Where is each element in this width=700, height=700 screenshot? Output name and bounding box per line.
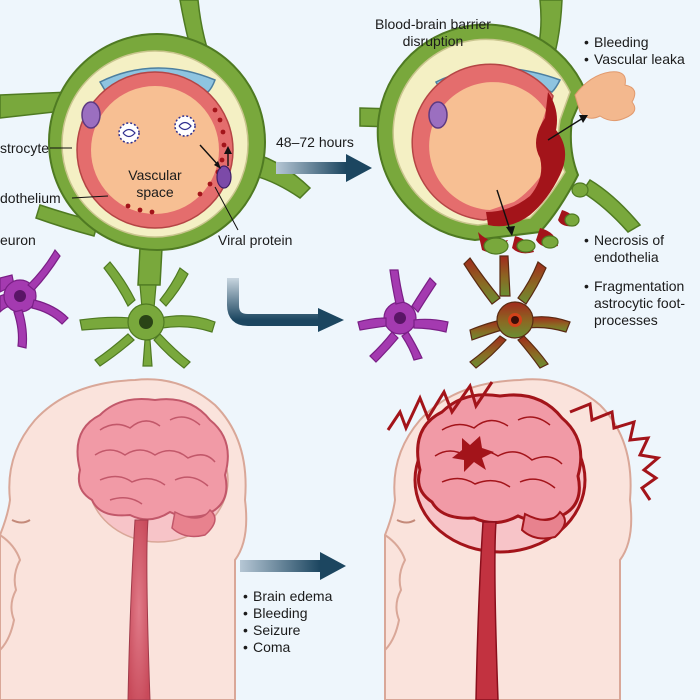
virus-icon (174, 115, 196, 137)
bend-arrow-icon (227, 278, 344, 332)
damaged-vessel (359, 0, 642, 255)
outcome-item: Brain edema (243, 588, 332, 605)
astrocyte-label: strocyte (0, 140, 50, 156)
seizure-zigzag-icon (386, 381, 662, 501)
outcome-item: Bleeding (243, 605, 332, 622)
affected-head (384, 378, 662, 700)
astrocyte-icon (79, 261, 216, 369)
endothelium-label: dothelium (0, 190, 61, 206)
time-arrow-icon (276, 154, 372, 182)
outcomes-list: Brain edema Bleeding Seizure Coma (243, 588, 332, 656)
progress-arrow-icon (240, 552, 346, 580)
effect-item-continued: processes (584, 312, 685, 329)
outcome-item: Coma (243, 639, 332, 656)
bbb-disruption-label: Blood-brain barrier disruption (355, 16, 511, 50)
effect-text: processes (594, 312, 658, 328)
effect-text: astrocytic foot- (594, 295, 686, 311)
effect-item: Bleeding (584, 34, 685, 51)
neuron-icon (357, 269, 449, 363)
vascular-space-line-2: space (136, 184, 174, 200)
healthy-head (0, 378, 248, 700)
effect-text: endothelia (594, 249, 659, 265)
bbb-line-2: disruption (402, 33, 464, 49)
effect-item: Necrosis of (584, 232, 664, 249)
neuron-icon (0, 248, 69, 349)
effect-item-continued: endothelia (584, 249, 664, 266)
vascular-space-label: Vascular space (117, 167, 193, 201)
neuron-label: euron (0, 232, 36, 248)
effect-item: Vascular leaka (584, 51, 685, 68)
bbb-line-1: Blood-brain barrier (375, 16, 491, 32)
effects-list-necrosis: Necrosis of endothelia (584, 232, 664, 266)
healthy-vessel (0, 0, 312, 286)
vascular-space-line-1: Vascular (128, 167, 182, 183)
effects-list-top: Bleeding Vascular leaka (584, 34, 685, 68)
outcome-item: Seizure (243, 622, 332, 639)
virus-icon (118, 122, 140, 144)
effect-item-continued: astrocytic foot- (584, 295, 685, 312)
viral-protein-label: Viral protein (218, 232, 293, 248)
damaged-astrocyte-icon (463, 255, 571, 369)
effects-list-fragmentation: Fragmentation astrocytic foot- processes (584, 278, 685, 329)
effect-item: Fragmentation (584, 278, 685, 295)
time-label: 48–72 hours (276, 134, 354, 150)
